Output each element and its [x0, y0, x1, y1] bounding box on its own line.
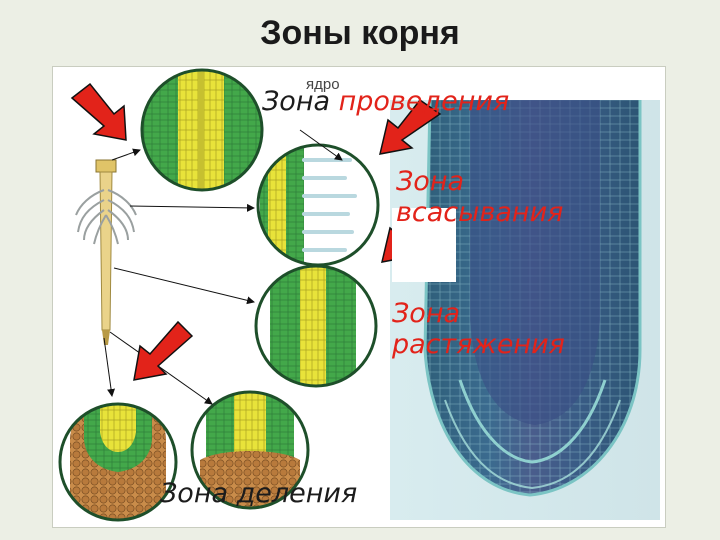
magnifier-elongation — [256, 266, 386, 396]
zone-elongation-line1: Зона — [392, 298, 565, 329]
magnifier-conduction — [140, 70, 270, 200]
zone-division-label: Зона деления — [160, 478, 357, 509]
zone-conduction-red: проведения — [339, 86, 510, 117]
zone-absorption-line1: Зона — [396, 166, 563, 197]
zone-elongation-label: Зона растяжения — [392, 298, 565, 360]
red-arrow-4 — [134, 322, 192, 380]
root-drawing — [76, 160, 136, 345]
zone-absorption-line2: всасывания — [396, 197, 563, 228]
red-arrow-1 — [72, 84, 126, 140]
zone-conduction-label: Зона проведения — [262, 86, 509, 117]
magnifier-absorption — [258, 145, 388, 275]
zone-absorption-label: Зона всасывания — [396, 166, 563, 228]
zone-elongation-line2: растяжения — [392, 329, 565, 360]
magnifier-root-cap — [60, 395, 176, 520]
zone-conduction-word: Зона — [262, 86, 330, 117]
